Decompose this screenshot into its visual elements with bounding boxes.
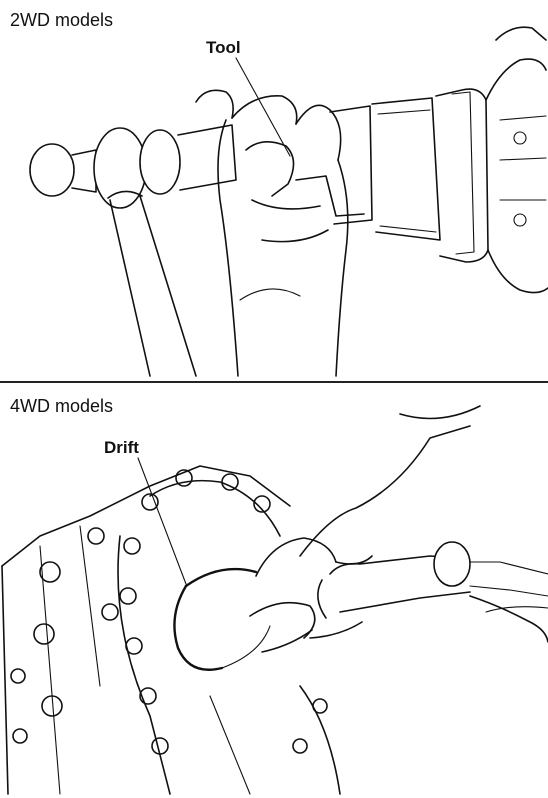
tool-sleeve-2wd	[295, 97, 441, 241]
hand-4wd	[249, 405, 548, 653]
callout-label-drift: Drift	[104, 438, 139, 457]
flange-bolt-holes	[10, 469, 328, 755]
section-heading-4wd: 4WD models	[10, 396, 114, 416]
housing-2wd	[435, 26, 548, 294]
panel-4wd: 4WD models Drift	[0, 386, 548, 798]
hammer-handle-2wd	[107, 190, 197, 377]
drift-sleeve-4wd	[173, 567, 271, 671]
section-heading-2wd: 2WD models	[10, 10, 114, 30]
leader-line-drift	[137, 457, 187, 585]
hand-2wd	[195, 89, 349, 377]
callout-label-tool: Tool	[206, 38, 241, 57]
hammer-head-2wd	[29, 124, 237, 209]
section-divider	[0, 381, 548, 383]
illustration-2wd-tool-installation	[29, 26, 548, 377]
leader-line-tool	[235, 57, 291, 157]
illustration-4wd-drift-installation	[1, 405, 548, 795]
panel-2wd: 2WD models Tool	[0, 0, 548, 380]
hammer-4wd	[317, 541, 548, 619]
transfer-case-housing	[1, 465, 341, 795]
